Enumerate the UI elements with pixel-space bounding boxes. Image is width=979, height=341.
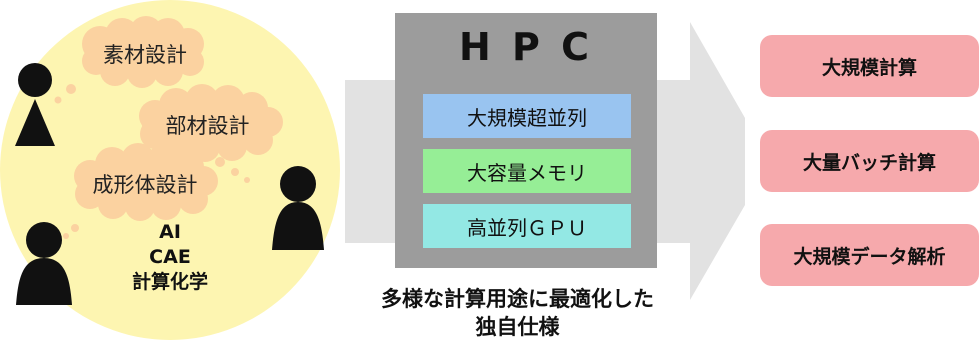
core-line-cae: CAE	[149, 246, 191, 268]
result-large-scale-data-analysis: 大規模データ解析	[760, 224, 979, 286]
feature-large-memory: 大容量メモリ	[423, 149, 631, 193]
core-methods: AI CAE 計算化学	[110, 221, 230, 293]
result-mass-batch-computation: 大量バッチ計算	[760, 130, 979, 192]
cloud-label-component-design: 部材設計	[165, 114, 250, 138]
cloud-label-molding-design: 成形体設計	[92, 173, 198, 197]
thought-dots	[54, 84, 250, 239]
core-line-computational-chemistry: 計算化学	[131, 271, 208, 293]
cloud-shape-1	[82, 16, 204, 88]
feature-massively-parallel: 大規模超並列	[423, 94, 631, 138]
hpc-caption-line-1: 多様な計算用途に最適化した	[381, 287, 654, 311]
cloud-shape-3	[74, 143, 218, 221]
person-icon-bottom-left	[16, 222, 72, 305]
feature-parallel-gpu: 高並列ＧＰＵ	[423, 204, 631, 248]
person-icon-top-left	[15, 63, 55, 146]
hpc-title: H P C	[459, 25, 593, 69]
hpc-caption-line-2: 独自仕様	[475, 315, 560, 339]
result-large-scale-computation: 大規模計算	[760, 35, 979, 97]
core-line-ai: AI	[159, 221, 181, 243]
cloud-label-material-design: 素材設計	[103, 43, 187, 67]
person-icon-right	[272, 166, 324, 250]
